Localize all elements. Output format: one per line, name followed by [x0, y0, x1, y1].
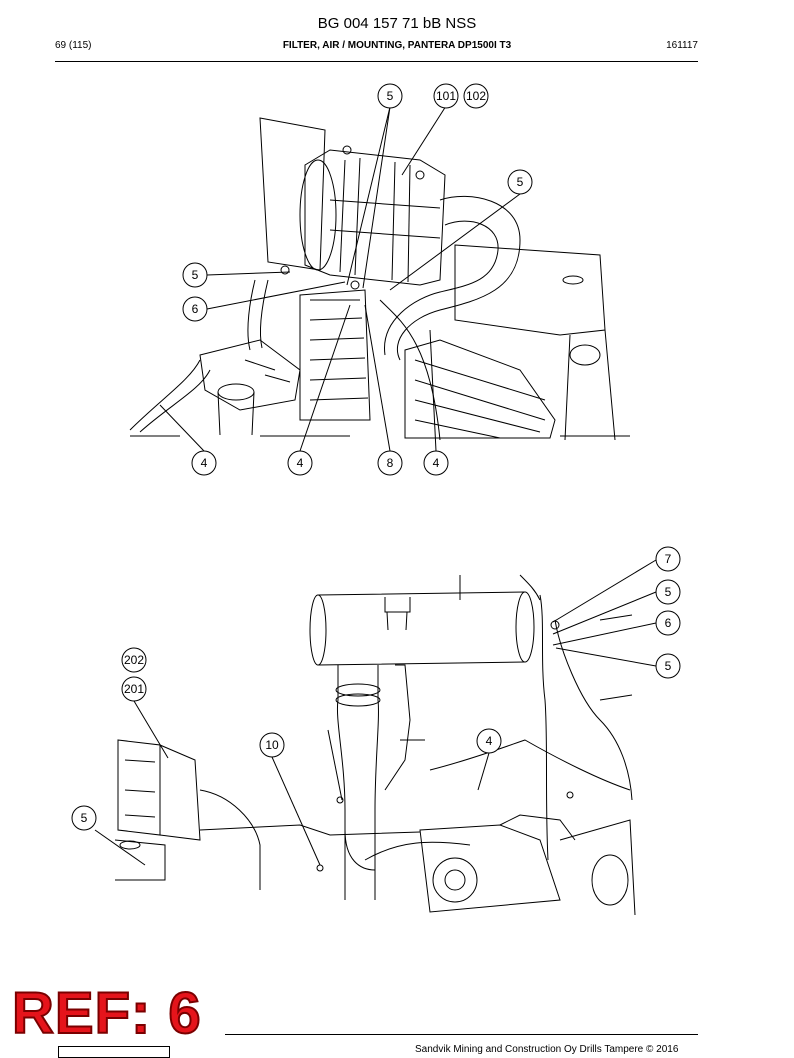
ref-stamp: REF: 6: [11, 981, 202, 1046]
bottom-leader-lines: [94, 559, 657, 866]
svg-text:8: 8: [387, 456, 394, 470]
callout-5-top-a: 5: [377, 83, 403, 109]
callout-4-top-a: 4: [191, 450, 217, 476]
svg-text:202: 202: [124, 653, 144, 667]
callout-4-top-b: 4: [287, 450, 313, 476]
page-title: FILTER, AIR / MOUNTING, PANTERA DP1500I …: [282, 40, 512, 51]
svg-text:5: 5: [387, 89, 394, 103]
callout-6-top: 6: [182, 296, 208, 322]
svg-text:101: 101: [436, 89, 456, 103]
header-divider: [55, 61, 698, 62]
date-code: 161117: [666, 40, 698, 51]
page-number: 69 (115): [55, 40, 92, 51]
callout-201: 201: [121, 676, 147, 702]
svg-text:4: 4: [433, 456, 440, 470]
svg-text:10: 10: [265, 738, 279, 752]
callout-5-bottom-b: 5: [655, 653, 681, 679]
svg-text:4: 4: [486, 734, 493, 748]
document-number: BG 004 157 71 bB NSS: [317, 15, 477, 32]
footer-divider: [225, 1034, 698, 1035]
callout-5-top-b: 5: [507, 169, 533, 195]
bottom-assembly-drawing: [114, 574, 636, 916]
svg-text:5: 5: [665, 659, 672, 673]
svg-text:5: 5: [81, 811, 88, 825]
callout-5-bottom-c: 5: [71, 805, 97, 831]
svg-text:6: 6: [192, 302, 199, 316]
top-assembly-drawing: [129, 117, 630, 441]
callout-7: 7: [655, 546, 681, 572]
svg-text:5: 5: [517, 175, 524, 189]
callout-4-bottom: 4: [476, 728, 502, 754]
svg-text:4: 4: [297, 456, 304, 470]
svg-text:102: 102: [466, 89, 486, 103]
svg-text:6: 6: [665, 616, 672, 630]
svg-text:5: 5: [192, 268, 199, 282]
svg-text:201: 201: [124, 682, 144, 696]
callout-4-top-c: 4: [423, 450, 449, 476]
callout-10: 10: [259, 732, 285, 758]
callout-8-top: 8: [377, 450, 403, 476]
footer-copyright: Sandvik Mining and Construction Oy Drill…: [415, 1044, 679, 1055]
callout-101: 101: [433, 83, 459, 109]
company-logo: [58, 1046, 170, 1058]
svg-text:4: 4: [201, 456, 208, 470]
callout-6-bottom: 6: [655, 610, 681, 636]
callout-5-top-c: 5: [182, 262, 208, 288]
svg-text:5: 5: [665, 585, 672, 599]
callout-202: 202: [121, 647, 147, 673]
svg-text:7: 7: [665, 552, 672, 566]
top-leader-lines: [159, 105, 521, 452]
callout-102: 102: [463, 83, 489, 109]
callout-5-bottom-a: 5: [655, 579, 681, 605]
